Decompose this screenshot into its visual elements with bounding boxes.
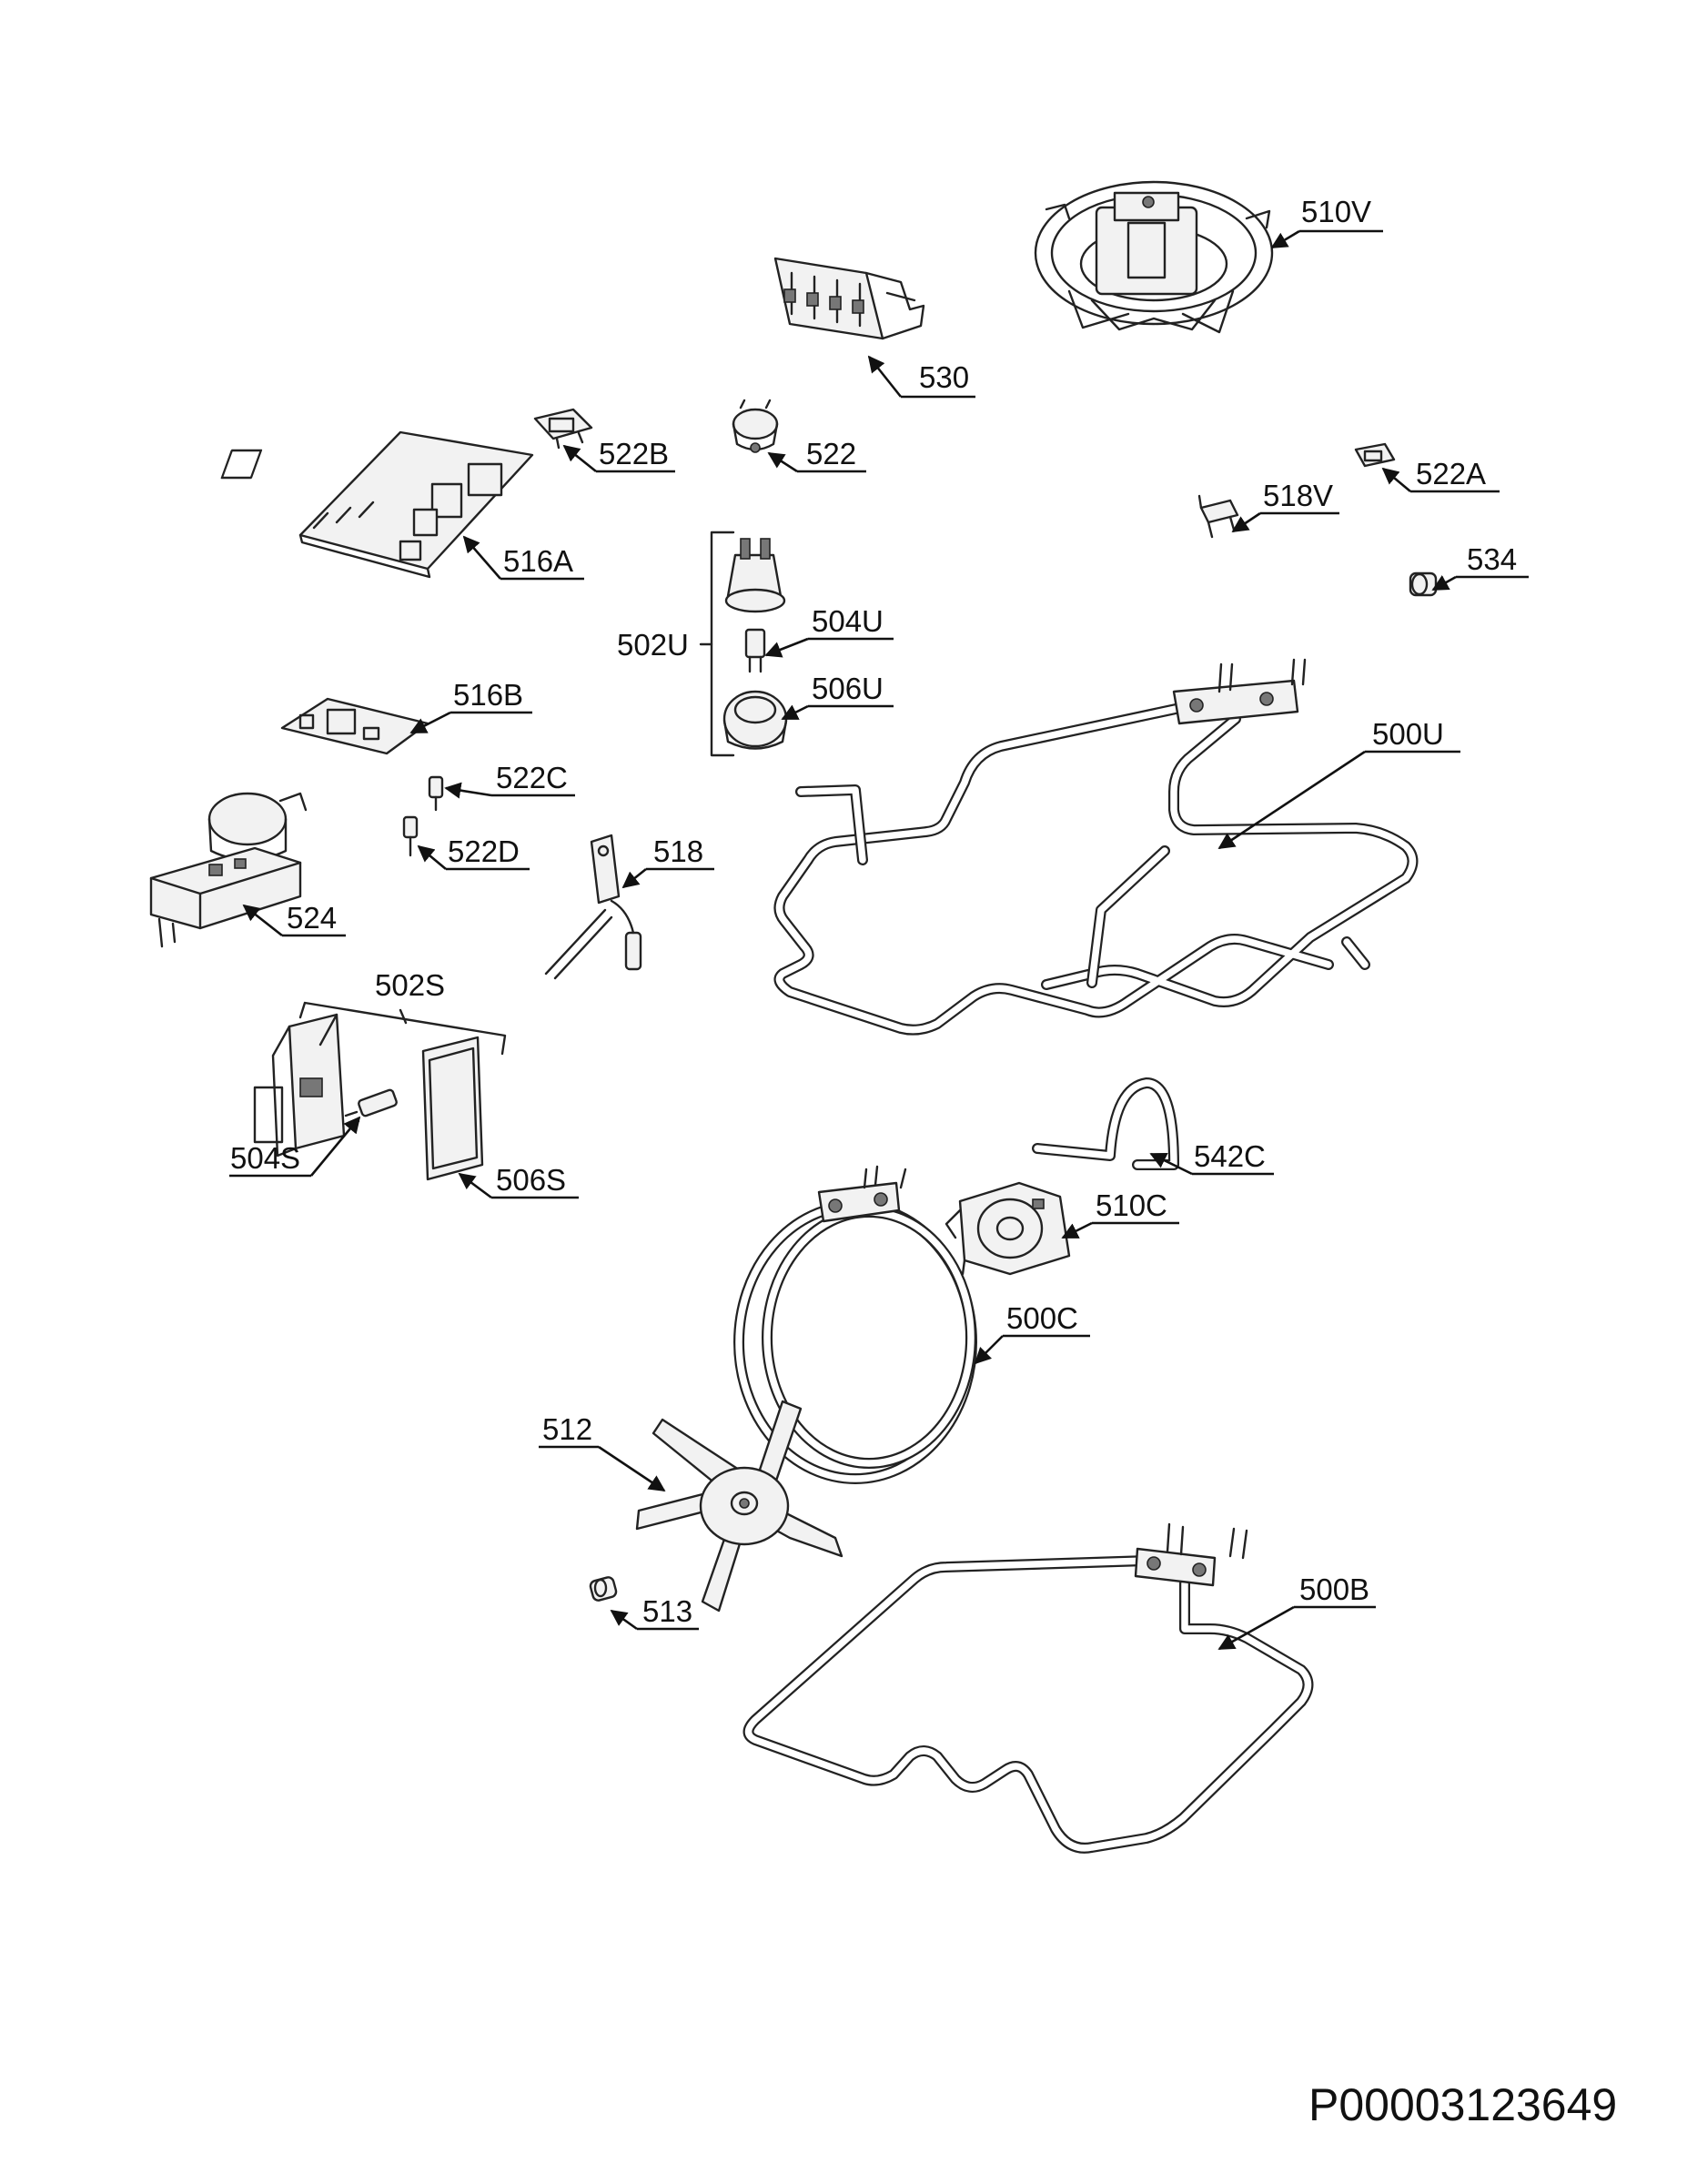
callout-522C: 522C bbox=[496, 761, 568, 794]
part-522B-bracket bbox=[533, 408, 593, 450]
callout-542C: 542C bbox=[1194, 1139, 1266, 1173]
callout-513: 513 bbox=[642, 1594, 692, 1628]
part-522C-fastener bbox=[428, 775, 444, 812]
part-512-fan-blade bbox=[635, 1400, 844, 1613]
callout-516B: 516B bbox=[453, 678, 523, 712]
callout-522: 522 bbox=[806, 437, 856, 470]
callout-500U: 500U bbox=[1372, 717, 1444, 751]
callout-524: 524 bbox=[287, 901, 337, 935]
part-522D-fastener bbox=[402, 815, 419, 857]
part-522-switch-clip bbox=[732, 399, 779, 453]
callout-512: 512 bbox=[542, 1412, 592, 1446]
callout-502S: 502S bbox=[375, 968, 445, 1002]
callout-516A: 516A bbox=[503, 544, 573, 578]
callout-530: 530 bbox=[919, 360, 969, 394]
callout-506S: 506S bbox=[496, 1163, 566, 1197]
part-500B-lower-element bbox=[742, 1522, 1314, 1854]
callout-leaders bbox=[229, 229, 1529, 1651]
callout-504U: 504U bbox=[812, 604, 884, 638]
callout-labels: 510V 530 522B 522 522A 516A 518V 534 502… bbox=[230, 195, 1517, 1628]
part-510C-fan-motor bbox=[945, 1181, 1071, 1276]
callout-522D: 522D bbox=[448, 834, 520, 868]
part-500C-circular-element bbox=[733, 1165, 977, 1484]
part-502U-lamp-assembly bbox=[699, 531, 788, 757]
callout-510C: 510C bbox=[1096, 1188, 1167, 1222]
part-516A-control-board bbox=[220, 430, 534, 579]
document-id: P00003123649 bbox=[1308, 2079, 1617, 2130]
part-524-door-lock bbox=[149, 792, 308, 948]
part-530-terminal-block bbox=[773, 257, 925, 340]
callout-510V: 510V bbox=[1301, 195, 1371, 228]
part-502S-side-lamp-assembly bbox=[253, 1001, 507, 1181]
callout-518V: 518V bbox=[1263, 479, 1333, 512]
part-518V-sensor bbox=[1197, 494, 1239, 539]
callout-504S: 504S bbox=[230, 1141, 300, 1175]
part-518-probe bbox=[544, 834, 642, 980]
callout-500C: 500C bbox=[1006, 1301, 1078, 1335]
callout-534: 534 bbox=[1467, 542, 1517, 576]
part-516B-pcb bbox=[280, 697, 429, 755]
callout-518: 518 bbox=[653, 834, 703, 868]
callout-502U: 502U bbox=[617, 628, 689, 662]
part-500U-heating-element bbox=[773, 658, 1419, 1036]
part-510V-cooling-fan bbox=[1034, 180, 1274, 334]
part-542C-wire-clip bbox=[1032, 1077, 1179, 1170]
part-522A-bracket bbox=[1354, 442, 1396, 468]
callout-500B: 500B bbox=[1299, 1572, 1369, 1606]
callout-522A: 522A bbox=[1416, 457, 1486, 490]
callout-506U: 506U bbox=[812, 672, 884, 705]
callout-522B: 522B bbox=[599, 437, 669, 470]
part-513-nut bbox=[589, 1576, 618, 1602]
part-534-lamp-cap bbox=[1409, 571, 1438, 597]
